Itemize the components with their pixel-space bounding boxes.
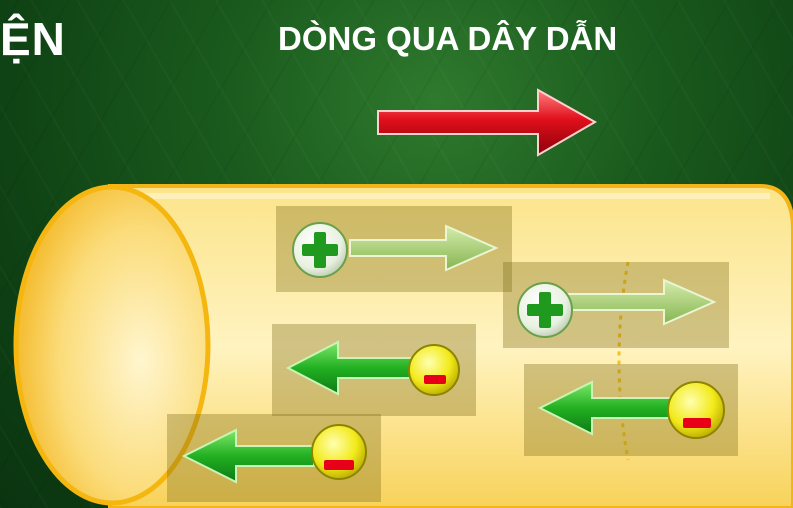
- positive-charge: [292, 222, 499, 278]
- charge-arrow-left: [181, 428, 315, 484]
- plus-sign-bar: [539, 292, 551, 328]
- conductor-wire: [108, 184, 793, 508]
- negative-charge-ball: [311, 424, 367, 480]
- minus-sign: [424, 375, 446, 384]
- current-direction-arrow: [377, 88, 598, 157]
- title-fragment: ỆN: [0, 13, 66, 65]
- page-title: DÒNG QUA DÂY DẪN: [278, 20, 618, 57]
- negative-charge: [285, 340, 460, 396]
- conductor-cross-section: [13, 184, 211, 506]
- charge-arrow-left: [537, 380, 673, 436]
- minus-sign: [324, 460, 354, 470]
- negative-charge: [537, 380, 725, 439]
- charge-arrow-left: [285, 340, 415, 396]
- charge-arrow-right: [349, 224, 499, 272]
- negative-charge-ball: [667, 381, 725, 439]
- negative-charge-ball: [408, 344, 460, 396]
- plus-sign-bar: [314, 232, 326, 268]
- negative-charge: [181, 424, 367, 484]
- minus-sign: [683, 418, 711, 428]
- positive-charge: [517, 278, 717, 338]
- charge-arrow-right: [567, 278, 717, 326]
- conductor-seam: [617, 261, 630, 461]
